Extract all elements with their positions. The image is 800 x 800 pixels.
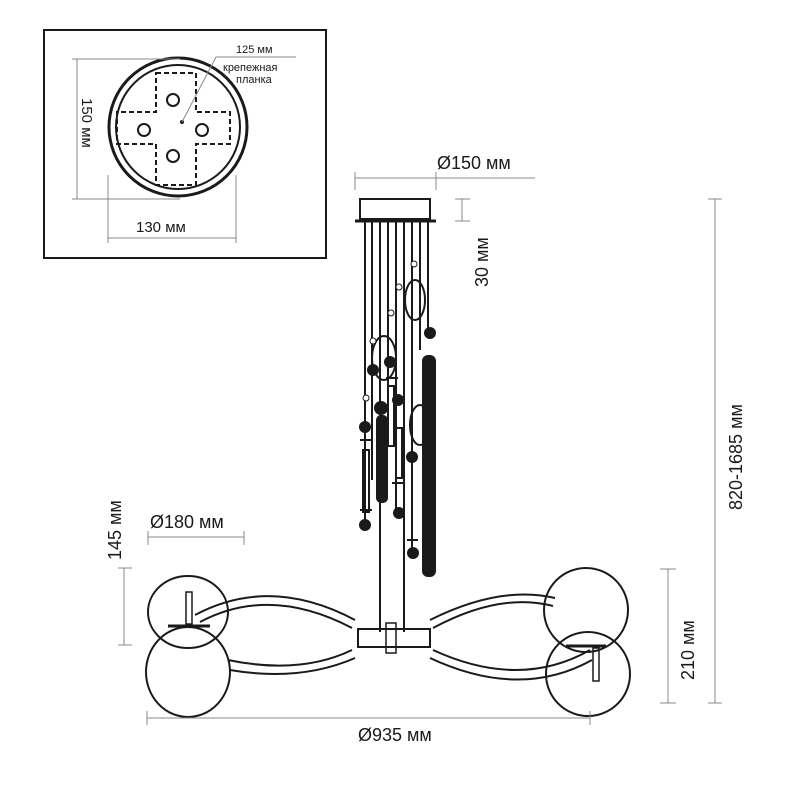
canopy-height-label: 30 мм [472, 237, 492, 287]
mounting-bracket-cross [116, 72, 231, 186]
plate-name-line1: крепежная [223, 62, 278, 74]
central-hub [357, 628, 431, 648]
canopy-diameter-label: Ø150 мм [437, 153, 511, 173]
chandelier-body [145, 567, 631, 718]
shade-right-top [543, 567, 629, 653]
inset-width-label: 130 мм [136, 219, 186, 236]
mounting-plate-inset: 125 мм крепежная планка 150 мм 130 мм [43, 29, 327, 259]
shade-right-bottom [545, 631, 631, 717]
total-height-label: 820-1685 мм [726, 404, 746, 510]
shade-height-label: 145 мм [105, 500, 125, 560]
plate-size-label: 125 мм [236, 44, 273, 56]
shade-left-bottom [145, 626, 231, 718]
total-diameter-label: Ø935 мм [358, 725, 432, 745]
shade-diameter-label: Ø180 мм [150, 512, 224, 532]
inset-height-label: 150 мм [78, 98, 95, 148]
body-height-label: 210 мм [678, 620, 698, 680]
canopy [355, 198, 436, 223]
pendant-rods [359, 222, 436, 632]
shade-left-top [147, 575, 229, 649]
plate-name-line2: планка [236, 74, 273, 86]
